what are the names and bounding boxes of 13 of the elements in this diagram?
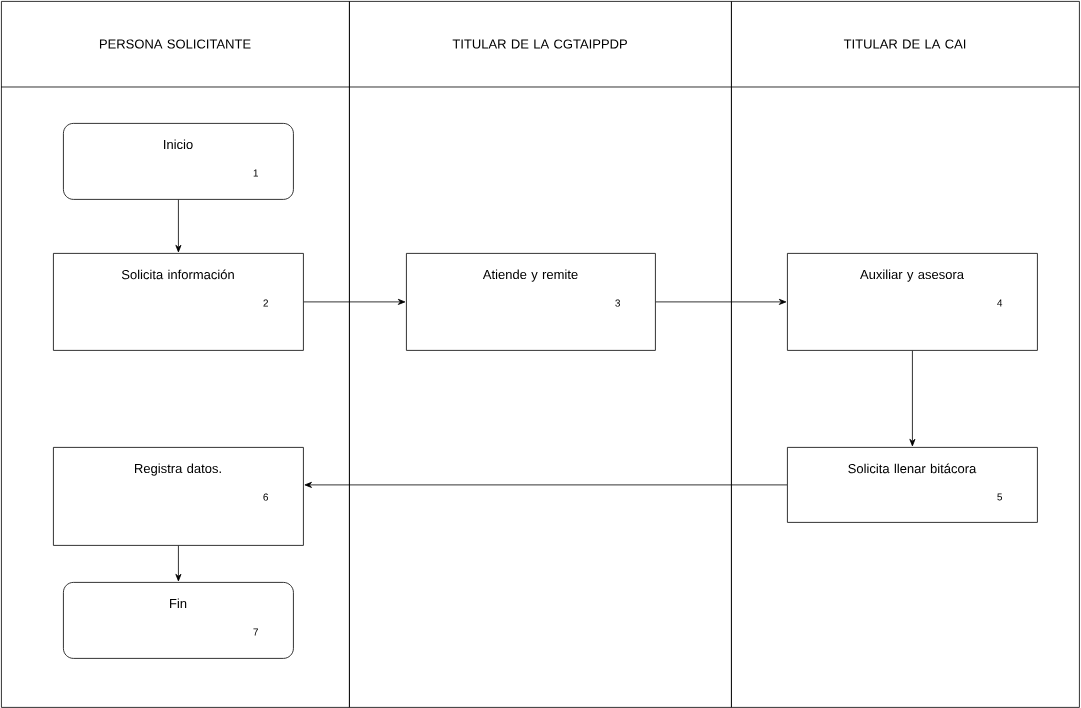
arrow xyxy=(909,350,916,447)
process-box: Atiende y remite 3 xyxy=(406,253,656,351)
terminal-box: Fin 7 xyxy=(63,582,294,659)
process-box: Solicita llenar bitácora 5 xyxy=(787,447,1038,523)
arrow xyxy=(304,481,788,488)
arrow xyxy=(175,199,182,253)
process-box: Registra datos. 6 xyxy=(53,447,304,546)
terminal-box: Inicio 1 xyxy=(63,123,294,200)
process-box: Solicita información 2 xyxy=(53,253,304,351)
arrow xyxy=(655,298,787,305)
process-box: Auxiliar y asesora 4 xyxy=(787,253,1038,351)
arrow xyxy=(175,545,182,582)
arrow xyxy=(303,298,406,305)
